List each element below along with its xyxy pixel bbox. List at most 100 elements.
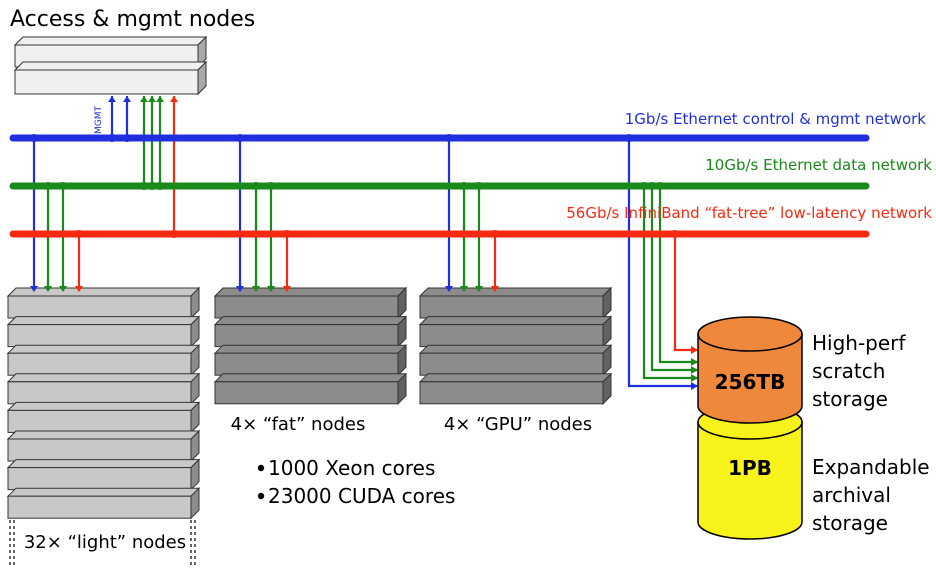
gpu-node: [418, 286, 613, 320]
slab-top: [418, 373, 613, 383]
access-node: [13, 60, 208, 96]
slab-front: [7, 495, 192, 519]
scratch-label-line-1: High-perf: [812, 331, 906, 355]
slab-top: [6, 316, 201, 326]
slab-front: [214, 295, 399, 319]
storage-link-green: [658, 186, 697, 364]
infiniband-network-label: 56Gb/s InfiniBand “fat-tree” low-latency…: [566, 204, 932, 222]
junction-dot: [283, 230, 291, 238]
junction-dot: [59, 182, 67, 190]
junction-dot: [640, 182, 648, 190]
slab-top: [213, 344, 408, 354]
arrow-icon: [691, 358, 698, 366]
light-node: [6, 401, 201, 434]
arrow-icon: [75, 286, 83, 292]
storage-link-blue: [627, 138, 697, 388]
scratch-label-line-3: storage: [812, 387, 888, 411]
ethernet-data-network-label: 10Gb/s Ethernet data network: [705, 156, 932, 174]
storage-link-green: [650, 186, 697, 372]
gpu-node: [418, 372, 613, 406]
light-node: [6, 458, 201, 491]
junction-dot: [123, 134, 131, 142]
slab-top: [6, 344, 201, 354]
junction-dot: [148, 182, 156, 190]
scratch-storage-cylinder: [697, 316, 803, 424]
junction-dot: [44, 182, 52, 190]
archival-label-line-1: Expandable: [812, 455, 930, 479]
slab-top: [418, 316, 613, 326]
junction-dot: [30, 134, 38, 142]
slab-front: [7, 324, 192, 348]
arrow-icon: [460, 286, 468, 292]
light-nodes-label: 32× “light” nodes: [24, 532, 186, 553]
slab-front: [7, 381, 192, 405]
slab-top: [6, 459, 201, 469]
scratch-capacity: 256TB: [715, 370, 786, 394]
light-node: [6, 372, 201, 406]
slab-top: [213, 316, 408, 326]
junction-dot: [625, 134, 633, 142]
slab-top: [6, 401, 201, 411]
light-node: [6, 286, 201, 320]
scratch-label-line-2: scratch: [812, 359, 885, 383]
archival-label-line-2: archival: [812, 483, 891, 507]
slab-front: [7, 295, 192, 319]
junction-dot: [236, 134, 244, 142]
mgmt-tag: MGMT: [94, 105, 104, 134]
junction-dot: [475, 182, 483, 190]
gpu-nodes-label: 4× “GPU” nodes: [444, 414, 592, 435]
slab-top: [213, 287, 408, 297]
junction-dot: [656, 182, 664, 190]
xeon-cores-text: 1000 Xeon cores: [268, 456, 435, 480]
arrow-icon: [30, 286, 38, 292]
bullet-icon: [257, 464, 265, 472]
slab-front: [419, 295, 604, 319]
arrow-icon: [44, 286, 52, 292]
slab-front: [7, 438, 192, 462]
arrow-icon: [475, 286, 483, 292]
arrow-icon: [691, 366, 698, 374]
slab-front: [214, 381, 399, 405]
bullet-icon: [257, 492, 265, 500]
cylinder-top: [697, 316, 803, 352]
fat-node: [213, 286, 408, 320]
slab-front: [214, 324, 399, 348]
slab-front: [7, 409, 192, 433]
arrow-icon: [252, 286, 260, 292]
light-node: [6, 429, 201, 463]
arrow-icon: [283, 286, 291, 292]
cylinder-body: [697, 333, 803, 424]
slab-top: [6, 373, 201, 383]
arrow-icon: [236, 286, 244, 292]
arrow-icon: [140, 96, 148, 102]
junction-dot: [648, 182, 656, 190]
slab-front: [419, 352, 604, 376]
junction-dot: [460, 182, 468, 190]
storage-link-green: [642, 186, 697, 380]
slab-top: [13, 36, 208, 46]
fat-node: [213, 372, 408, 406]
arrow-icon: [691, 374, 698, 382]
junction-dot: [252, 182, 260, 190]
arrow-icon: [267, 286, 275, 292]
fat-nodes-label: 4× “fat” nodes: [231, 414, 366, 435]
slab-front: [419, 324, 604, 348]
junction-dot: [140, 182, 148, 190]
arrow-icon: [691, 382, 698, 390]
junction-dot: [156, 182, 164, 190]
junction-dot: [75, 230, 83, 238]
arrow-icon: [148, 96, 156, 102]
slab-top: [6, 430, 201, 440]
junction-dot: [108, 134, 116, 142]
slab-top: [6, 287, 201, 297]
fat-node: [213, 343, 408, 377]
junction-dot: [671, 230, 679, 238]
arrow-icon: [491, 286, 499, 292]
access-mgmt-title: Access & mgmt nodes: [10, 7, 255, 32]
gpu-node: [418, 315, 613, 348]
junction-dot: [170, 230, 178, 238]
storage-link-red: [673, 234, 697, 352]
slab-top: [13, 61, 208, 71]
archival-capacity: 1PB: [728, 456, 772, 480]
light-node: [6, 315, 201, 348]
